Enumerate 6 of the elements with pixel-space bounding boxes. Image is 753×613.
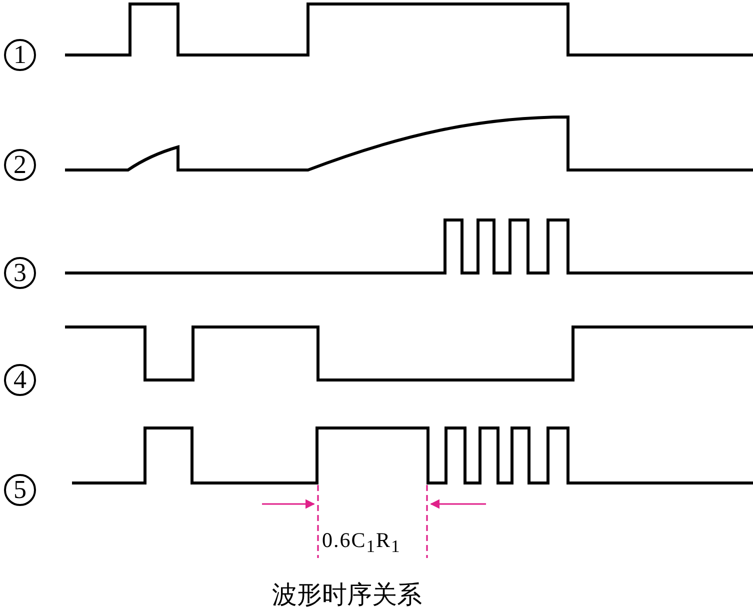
circled-number: 4	[4, 364, 36, 396]
circled-number: 3	[4, 257, 36, 289]
circled-number: 1	[4, 39, 36, 71]
circled-number: 2	[4, 149, 36, 181]
caption: 波形时序关系	[272, 579, 422, 611]
circled-number: 5	[4, 474, 36, 506]
